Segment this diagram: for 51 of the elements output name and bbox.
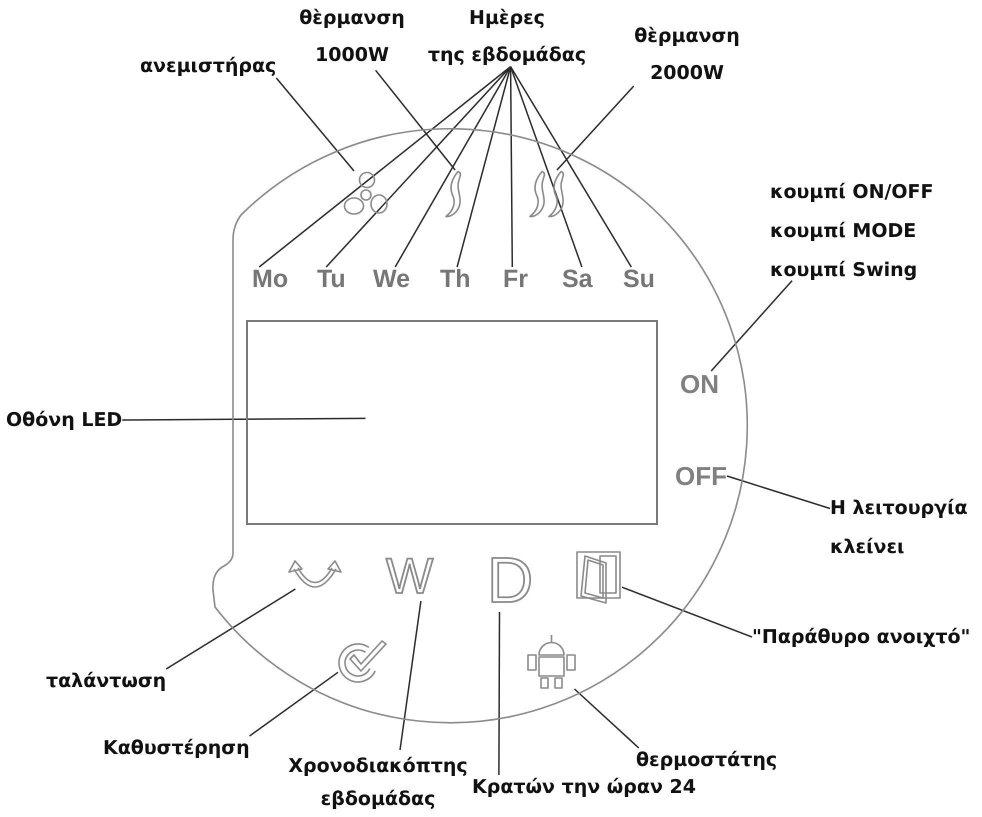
leader-line <box>394 66 512 268</box>
window-icon <box>576 551 622 605</box>
leader-line <box>574 688 640 749</box>
callout-label: κουμπί Swing <box>770 258 918 283</box>
leader-line <box>726 475 830 510</box>
callout-label: θερμοστάτης <box>636 748 778 772</box>
day-label: Fr <box>503 267 528 292</box>
leader-line <box>556 86 634 170</box>
callout-label: Οθόνη LED <box>6 408 122 432</box>
callout-label: ταλάντωση <box>46 669 166 693</box>
day-label: Th <box>440 267 471 292</box>
leader-line <box>510 66 583 268</box>
leader-line <box>498 612 500 775</box>
leader-line <box>258 66 512 268</box>
leader-line <box>399 600 422 750</box>
leader-line <box>122 418 366 421</box>
leader-line <box>510 66 632 268</box>
leader-line <box>249 672 338 737</box>
leader-line <box>710 280 793 372</box>
fan-icon <box>343 171 389 216</box>
callout-label: Η λειτουργία κλείνει <box>830 489 968 567</box>
robot-icon <box>526 634 577 689</box>
check-circle-icon <box>338 640 387 683</box>
callout-label: κουμπί MODE <box>770 219 918 244</box>
curved-double-arrow-icon <box>287 559 343 589</box>
leader-line <box>326 66 512 268</box>
day-label: Mo <box>252 267 288 292</box>
leader-line <box>622 586 752 638</box>
display-screen <box>246 320 658 525</box>
leader-line <box>510 66 514 267</box>
indicator-label: OFF <box>675 463 727 489</box>
mode-letter: W <box>386 551 434 601</box>
callout-label: Ημὲρες της εβδομάδας <box>417 0 597 74</box>
day-label: We <box>373 267 410 292</box>
day-label: Tu <box>317 267 346 292</box>
leader-line <box>276 78 355 172</box>
callout-label: θὲρμανση 1000W <box>290 0 414 74</box>
indicator-label: ON <box>680 371 719 397</box>
mode-letter: D <box>487 548 534 612</box>
day-label: Sa <box>562 267 593 292</box>
callout-label: ανεμιστήρας <box>140 54 276 78</box>
callout-label: "Παράθυρο ανοιχτό" <box>752 625 970 649</box>
callout-label: Καθυστέρηση <box>103 736 250 760</box>
day-label: Su <box>623 267 655 292</box>
leader-line <box>456 66 512 268</box>
leader-line <box>375 70 456 170</box>
double-heat-wave-icon <box>527 170 567 218</box>
leader-line <box>166 588 296 670</box>
callout-label: Κρατών την ώραν 24 <box>472 775 696 799</box>
callout-label: κουμπί ON/OFF <box>770 180 934 205</box>
callout-label: θὲρμανση 2000W <box>625 18 749 92</box>
